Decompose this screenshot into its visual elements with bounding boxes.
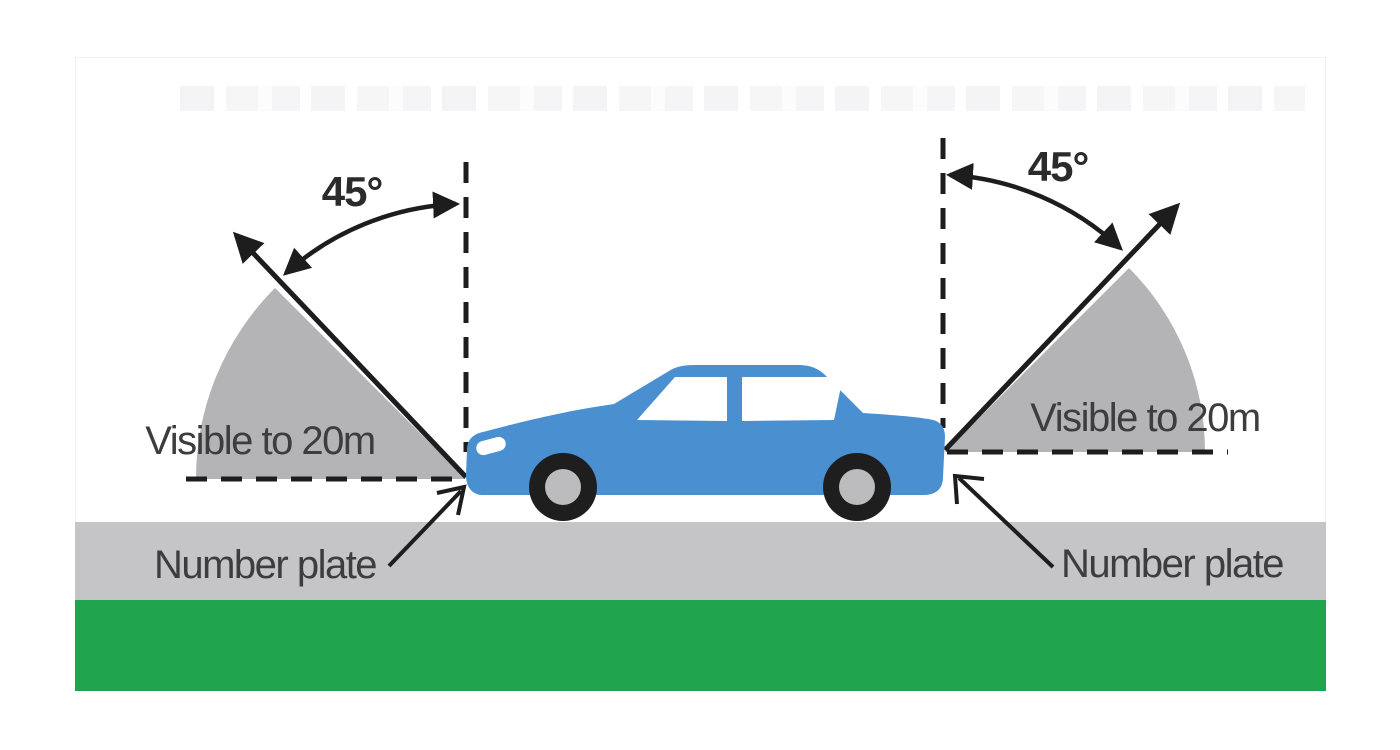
right-angle-label: 45° [1028,143,1089,190]
road-strip [75,522,1326,600]
left-plate-label: Number plate [154,543,376,587]
front-wheel-hub [545,469,581,505]
car-rear-window [742,377,843,421]
left-angle-label: 45° [322,168,383,215]
left-visibility-sector [195,288,467,479]
left-angle-arc [282,191,461,276]
car [466,365,945,521]
rear-wheel-hub [839,469,875,505]
right-visibility-sector [945,268,1206,452]
right-sightline-arrow [943,202,1181,452]
car-front-window [637,377,727,421]
right-visibility-label: Visible to 20m [1030,396,1260,440]
car-headlight [476,436,506,456]
grass-strip [75,600,1326,691]
ghost-watermark-strip [180,86,1305,111]
right-plate-pointer [952,473,1055,569]
right-angle-arc [945,162,1123,251]
left-plate-pointer [387,484,467,568]
left-visibility-label: Visible to 20m [145,419,375,463]
left-sightline-arrow [232,231,468,479]
right-plate-label: Number plate [1061,542,1283,586]
